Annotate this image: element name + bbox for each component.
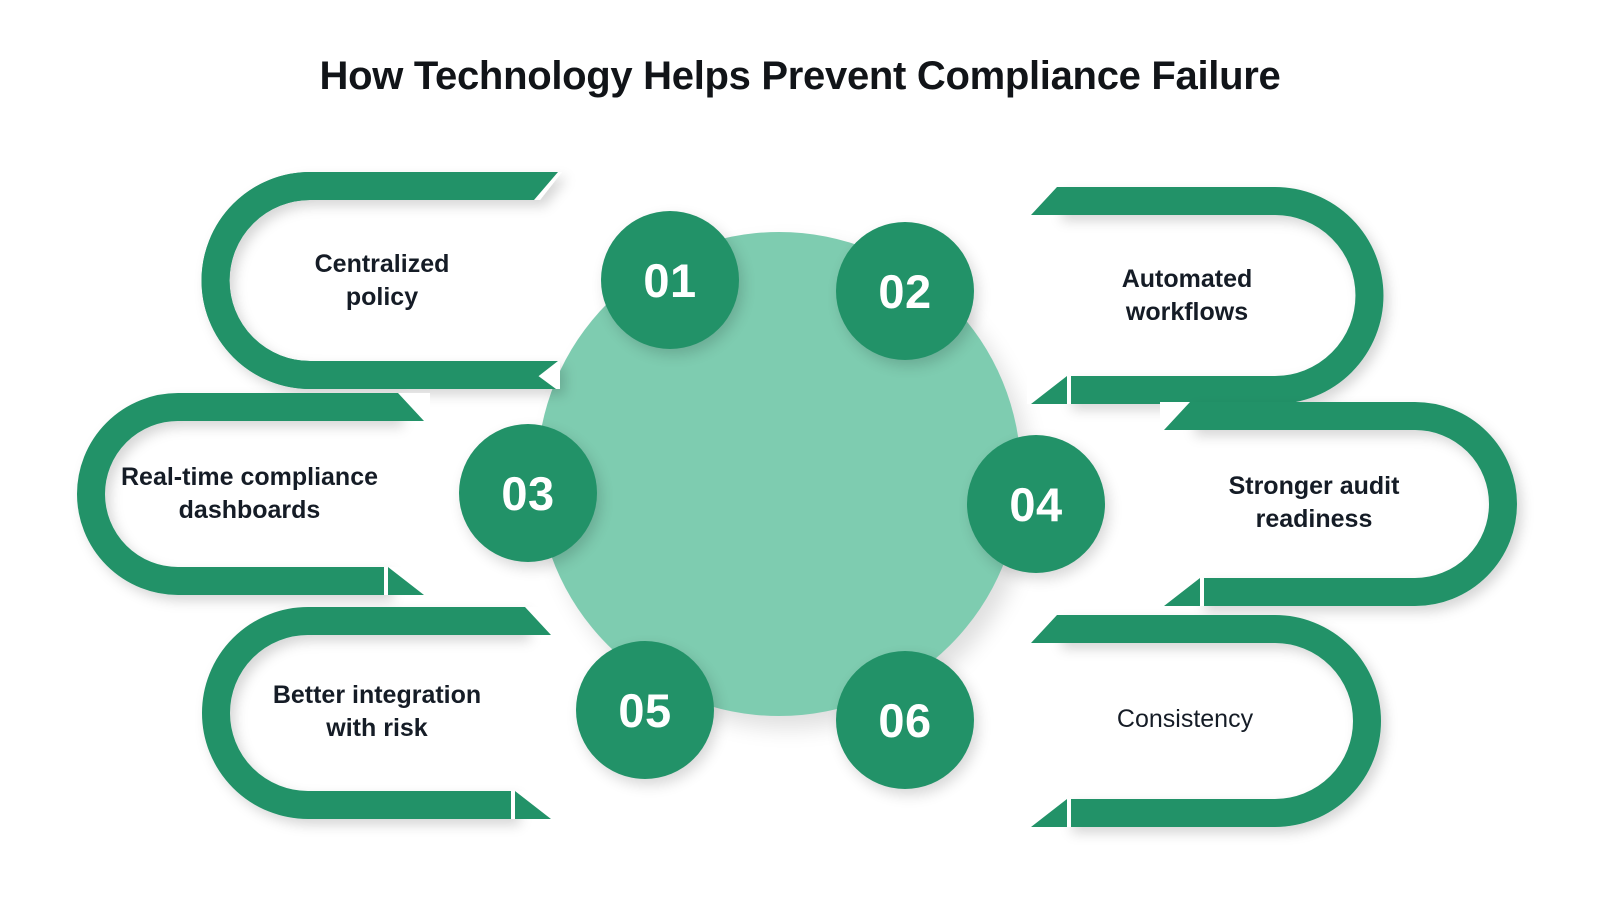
badge-01[interactable]: 01 (601, 211, 739, 349)
callout-label-03: Real-time compliance dashboards (120, 462, 379, 525)
badge-05[interactable]: 05 (576, 641, 714, 779)
callout-pill-03[interactable]: Real-time compliance dashboards (77, 393, 430, 595)
callout-label-02: Automated workflows (1121, 264, 1253, 327)
callout-label-04: Stronger audit readiness (1228, 471, 1400, 534)
badge-04[interactable]: 04 (967, 435, 1105, 573)
callout-label-05: Better integration with risk (272, 680, 482, 743)
badge-02[interactable]: 02 (836, 222, 974, 360)
callout-label-06: Consistency (1116, 705, 1254, 734)
callout-label-01: Centralized policy (314, 249, 450, 312)
badge-03[interactable]: 03 (459, 424, 597, 562)
page-title: How Technology Helps Prevent Compliance … (319, 54, 1281, 98)
callout-pill-05[interactable]: Better integration with risk (202, 607, 557, 819)
callout-pill-02[interactable]: Automated workflows (1027, 187, 1384, 404)
badge-06[interactable]: 06 (836, 651, 974, 789)
callout-pill-04[interactable]: Stronger audit readiness (1160, 402, 1517, 606)
callout-pill-06[interactable]: Consistency (1027, 615, 1381, 827)
callout-pill-01[interactable]: Centralized policy (201, 172, 562, 389)
